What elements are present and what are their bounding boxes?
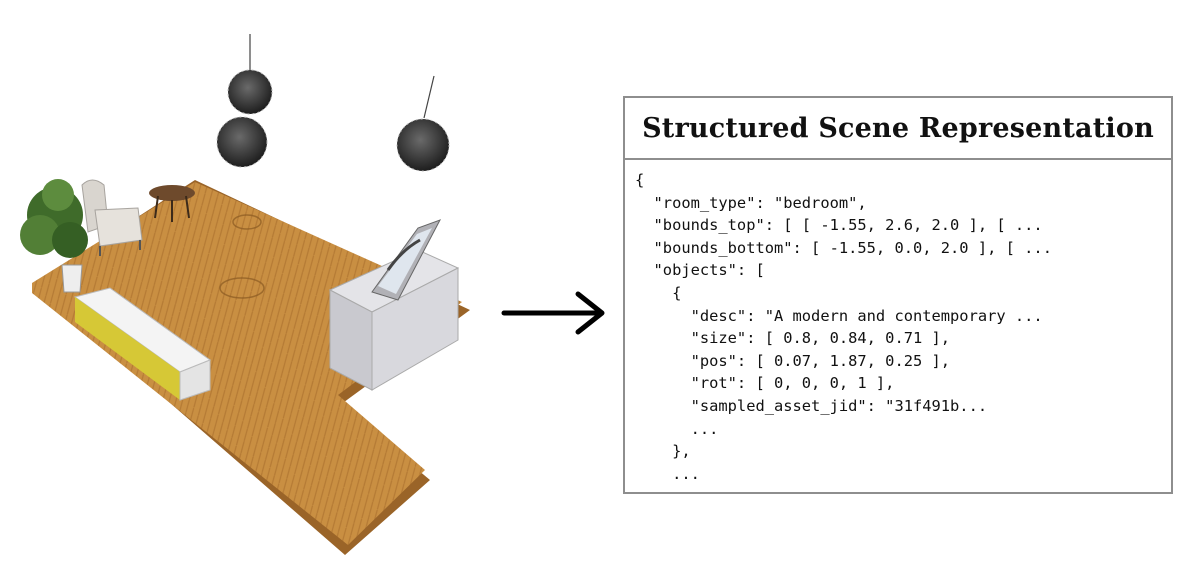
side-table: [149, 185, 195, 222]
right-arrow-icon: [501, 291, 605, 335]
scene-representation-panel: Structured Scene Representation { "room_…: [623, 96, 1173, 494]
pendant-lamp: [216, 34, 273, 168]
code-line: "rot": [ 0, 0, 0, 1 ],: [635, 374, 895, 393]
bench-cabinet: [73, 287, 212, 401]
code-line: {: [635, 283, 682, 302]
code-line: ...: [635, 464, 700, 483]
floor: [32, 180, 470, 555]
mirror-frame: [371, 219, 442, 301]
code-line: "objects": [: [635, 261, 765, 280]
panel-title: Structured Scene Representation: [625, 98, 1171, 160]
potted-plant: [20, 179, 88, 293]
floor-rug-mark: [219, 277, 265, 299]
room-scene-render: [20, 34, 470, 555]
code-line: "room_type": "bedroom",: [635, 193, 867, 212]
code-line: "sampled_asset_jid": "31f491b...: [635, 396, 988, 415]
code-line: "bounds_top": [ [ -1.55, 2.6, 2.0 ], [ .…: [635, 216, 1043, 235]
code-line: "bounds_bottom": [ -1.55, 0.0, 2.0 ], [ …: [635, 238, 1052, 257]
pendant-lamp: [396, 75, 450, 172]
json-code-block: { "room_type": "bedroom", "bounds_top": …: [625, 160, 1171, 485]
floor-rug-mark: [232, 214, 262, 230]
code-line: "desc": "A modern and contemporary ...: [635, 306, 1043, 325]
code-line: {: [635, 171, 645, 189]
code-line: "size": [ 0.8, 0.84, 0.71 ],: [635, 329, 951, 348]
code-line: ...: [635, 419, 719, 438]
code-line: },: [635, 442, 691, 461]
code-line: "pos": [ 0.07, 1.87, 0.25 ],: [635, 351, 951, 370]
armchair: [81, 179, 143, 256]
